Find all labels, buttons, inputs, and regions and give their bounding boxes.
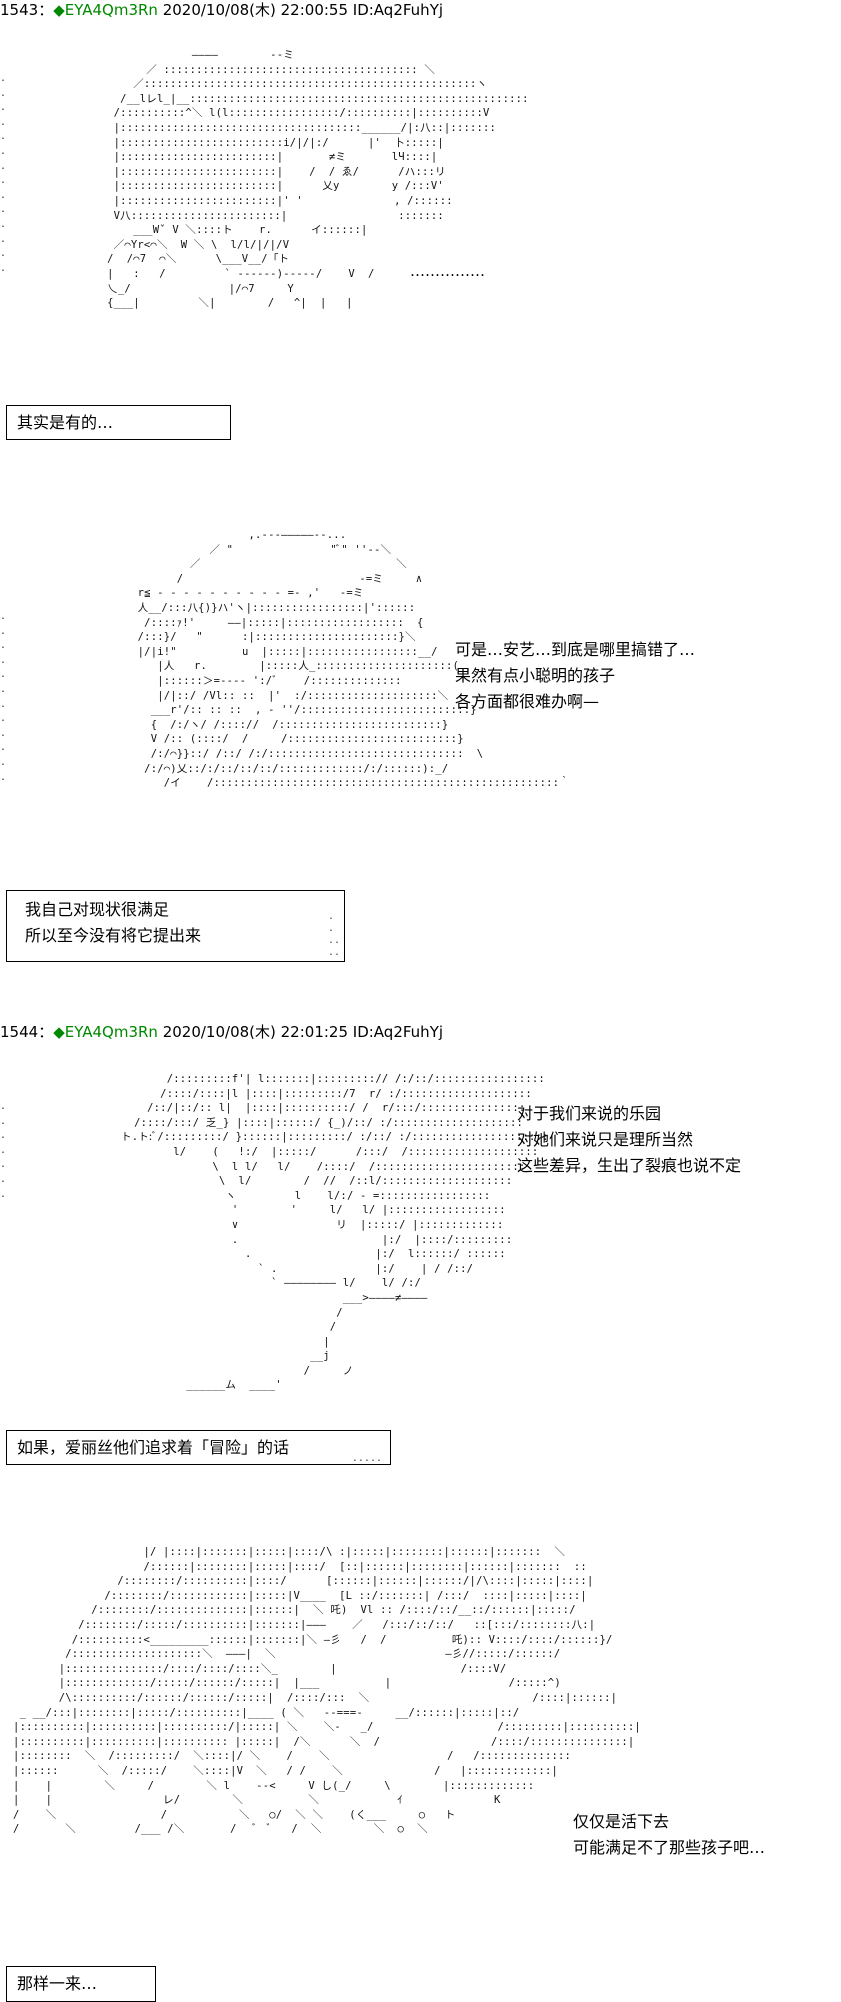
speech-text-3: 对于我们来说的乐园 对她们来说只是理所当然 这些差异，生出了裂痕也说不定 (517, 1101, 741, 1179)
narration-text: 那样一来… (17, 1974, 98, 1993)
narration-text: 所以至今没有将它提出来 (25, 926, 202, 945)
poster-name[interactable]: ◆EYA4Qm3Rn (53, 1023, 158, 1041)
narration-text: 如果，爱丽丝他们追求着「冒险」的话 (17, 1438, 290, 1457)
speech-line: 果然有点小聪明的孩子 (455, 666, 616, 685)
speech-line: 仅仅是活下去 (573, 1812, 670, 1831)
box-dots: . . .. .. (327, 911, 340, 958)
poster-id[interactable]: ID:Aq2FuhYj (352, 1023, 444, 1041)
post-date: 2020/10/08(木) 22:01:25 (162, 1023, 348, 1041)
narration-box-3: 如果，爱丽丝他们追求着「冒险」的话 ..... (6, 1430, 391, 1465)
post-separator: ： (38, 1, 54, 19)
ascii-art-character-1: ―――― --ミ ／ :::::::::::::::::::::::::::::… (107, 49, 529, 310)
narration-text: 其实是有的… (17, 413, 114, 432)
margin-dots: . . . . . . . . . . . . (0, 611, 7, 783)
speech-line: 可能满足不了那些孩子吧… (573, 1838, 766, 1857)
poster-id[interactable]: ID:Aq2FuhYj (352, 1, 444, 19)
speech-line: 各方面都很难办啊— (455, 692, 600, 711)
ascii-art-character-2: ,.---―――――--... ／ " "ﾞ" ''--＼ ／ ＼ / -=ミ … (137, 529, 570, 790)
post-number: 1544 (0, 1023, 39, 1041)
speech-text-4: 仅仅是活下去 可能满足不了那些孩子吧… (573, 1809, 765, 1861)
margin-dots: . . . . . . . (0, 1101, 7, 1200)
speech-line: 对她们来说只是理所当然 (517, 1130, 694, 1149)
post-header-1544: 1544：◆EYA4Qm3Rn 2020/10/08(木) 22:01:25 I… (0, 1021, 443, 1042)
post-date: 2020/10/08(木) 22:00:55 (162, 1, 348, 19)
narration-text: 我自己对现状很满足 (25, 900, 170, 919)
speech-line: 可是…安艺…到底是哪里搞错了… (455, 640, 696, 659)
margin-dots: . . . . . . . . . . . . . . (0, 73, 7, 274)
post-separator: ： (38, 1023, 54, 1041)
post-number: 1543 (0, 1, 39, 19)
post-header-1543: 1543：◆EYA4Qm3Rn 2020/10/08(木) 22:00:55 I… (0, 0, 443, 20)
narration-box-1: 其实是有的… (6, 405, 231, 440)
speech-line: 对于我们来说的乐园 (517, 1104, 662, 1123)
speech-text-2: 可是…安艺…到底是哪里搞错了… 果然有点小聪明的孩子 各方面都很难办啊— (455, 637, 695, 715)
ellipsis-text: …………… (410, 262, 485, 280)
speech-line: 这些差异，生出了裂痕也说不定 (517, 1156, 742, 1175)
ascii-art-character-3: /:::::::::f'| l:::::::|:::::::::// /:/::… (121, 1073, 549, 1392)
ascii-art-characters-4: |/ |::::|:::::::|:::::|::::/\ :|:::::|::… (13, 1546, 641, 1836)
narration-box-2: 我自己对现状很满足 所以至今没有将它提出来 . . .. .. (6, 890, 345, 962)
poster-name[interactable]: ◆EYA4Qm3Rn (53, 1, 158, 19)
narration-box-4: 那样一来… (6, 1966, 156, 2002)
box-dots: ..... (351, 1453, 382, 1464)
